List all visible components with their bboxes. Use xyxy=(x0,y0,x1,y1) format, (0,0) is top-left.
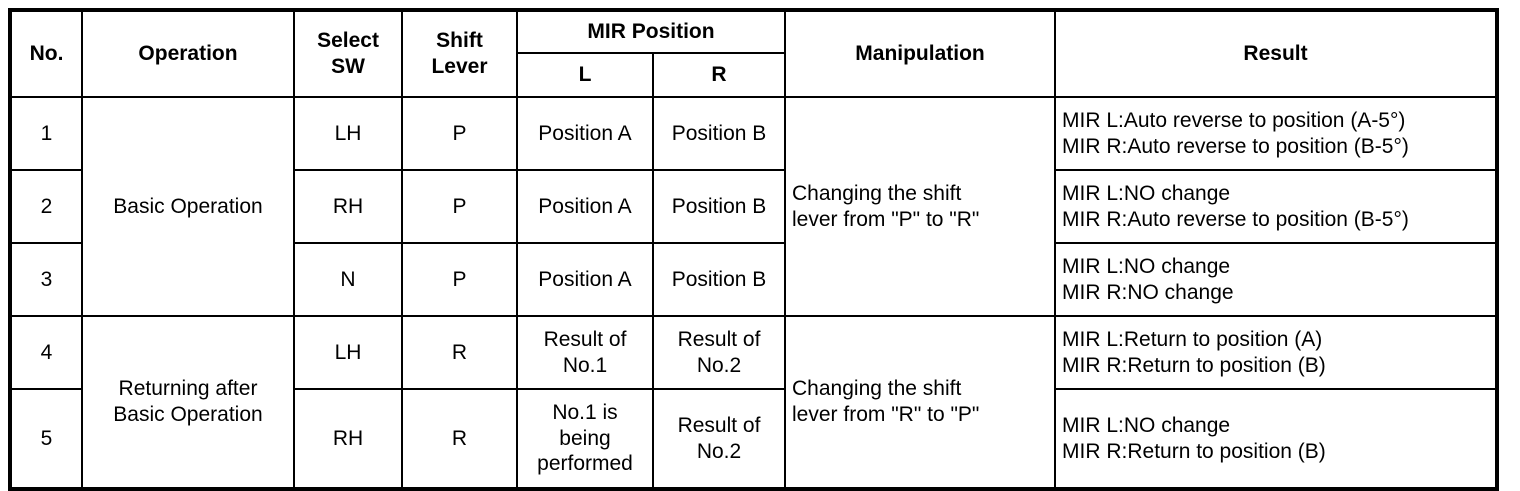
cell-mir-l: Position A xyxy=(516,169,654,244)
table-header: No. Operation Select SW Shift Lever MIR … xyxy=(9,9,1499,98)
cell-select-sw: RH xyxy=(293,388,403,490)
cell-result: MIR L:NO change MIR R:Return to position… xyxy=(1054,388,1499,490)
cell-mir-r: Position B xyxy=(651,169,787,244)
cell-manipulation: Changing the shift lever from "R" to "P" xyxy=(784,315,1057,490)
cell-no: 5 xyxy=(9,388,83,490)
cell-select-sw: LH xyxy=(293,96,403,171)
header-row-sub: L R xyxy=(10,52,1497,98)
cell-result: MIR L:Return to position (A) MIR R:Retur… xyxy=(1054,315,1499,390)
table-row: 1 Basic Operation LH P Position A Positi… xyxy=(9,96,1499,317)
cell-shift-lever: P xyxy=(401,169,518,244)
cell-mir-r: Position B xyxy=(651,96,787,171)
column-header-operation: Operation xyxy=(81,9,295,98)
column-header-select-sw: Select SW xyxy=(293,9,403,98)
column-header-shift-lever: Shift Lever xyxy=(401,9,518,98)
cell-shift-lever: P xyxy=(401,96,518,171)
cell-no: 2 xyxy=(9,169,83,244)
cell-shift-lever: P xyxy=(401,242,518,317)
cell-select-sw: N xyxy=(293,242,403,317)
cell-select-sw: LH xyxy=(293,315,403,390)
cell-no: 3 xyxy=(9,242,83,317)
cell-manipulation: Changing the shift lever from "P" to "R" xyxy=(784,96,1057,317)
table-body: 1 Basic Operation LH P Position A Positi… xyxy=(9,96,1499,490)
table-row: 2 RH P Position A Position B MIR L:NO ch… xyxy=(9,169,1499,244)
column-header-no: No. xyxy=(9,9,83,98)
cell-mir-l: Position A xyxy=(516,242,654,317)
cell-result: MIR L:NO change MIR R:NO change xyxy=(1054,242,1499,317)
cell-mir-l: Position A xyxy=(516,96,654,171)
table-row: 4 Returning after Basic Operation LH R R… xyxy=(9,315,1499,490)
cell-result: MIR L:NO change MIR R:Auto reverse to po… xyxy=(1054,169,1499,244)
cell-no: 1 xyxy=(9,96,83,171)
cell-shift-lever: R xyxy=(401,315,518,390)
column-header-manipulation: Manipulation xyxy=(784,9,1057,98)
mir-operation-table: No. Operation Select SW Shift Lever MIR … xyxy=(8,8,1500,491)
cell-select-sw: RH xyxy=(293,169,403,244)
cell-mir-r: Result of No.2 xyxy=(651,315,787,390)
cell-mir-l: No.1 is being performed xyxy=(516,388,654,490)
cell-operation: Returning after Basic Operation xyxy=(81,315,295,490)
column-header-mir-r: R xyxy=(651,52,787,98)
cell-mir-r: Result of No.2 xyxy=(651,388,787,490)
cell-result: MIR L:Auto reverse to position (A-5°) MI… xyxy=(1054,96,1499,171)
table-row: 5 RH R No.1 is being performed Result of… xyxy=(9,388,1499,490)
cell-no: 4 xyxy=(9,315,83,390)
cell-operation: Basic Operation xyxy=(81,96,295,317)
cell-shift-lever: R xyxy=(401,388,518,490)
cell-mir-r: Position B xyxy=(651,242,787,317)
column-header-mir-position: MIR Position xyxy=(515,9,787,54)
column-header-result: Result xyxy=(1054,9,1499,98)
header-row-top: No. Operation Select SW Shift Lever MIR … xyxy=(9,9,1499,98)
cell-mir-l: Result of No.1 xyxy=(516,315,654,390)
table-row: 3 N P Position A Position B MIR L:NO cha… xyxy=(9,242,1499,317)
column-header-mir-l: L xyxy=(516,52,654,98)
